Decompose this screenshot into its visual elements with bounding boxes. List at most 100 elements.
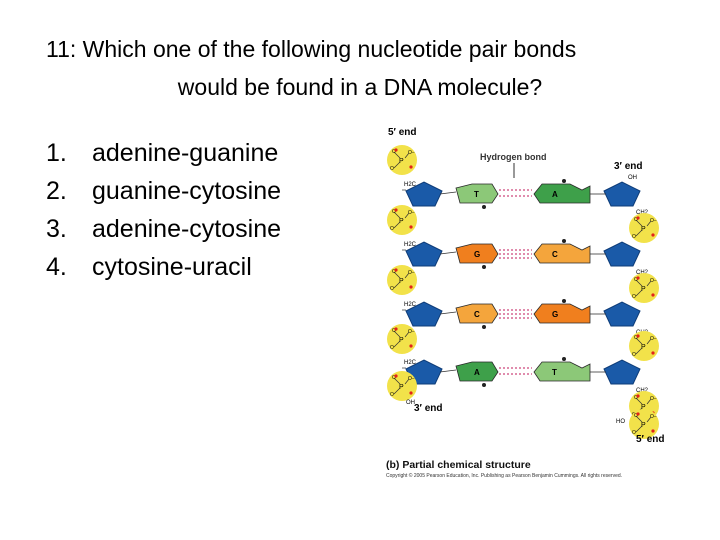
base-a [455, 361, 499, 382]
oxygen-dot [409, 285, 413, 289]
oxygen-label: O [390, 226, 394, 232]
base-letter: C [552, 250, 558, 259]
oxygen-label: O [390, 345, 394, 351]
bond-line [393, 211, 401, 219]
three-end-top-label: 3′ end [614, 161, 643, 172]
oh-top-right: OH [628, 175, 637, 181]
phosphate-group: PO−OO [387, 205, 417, 235]
oxygen-label: O− [408, 270, 415, 276]
bond-line [393, 377, 401, 385]
base-letter: A [474, 368, 480, 377]
phosphate-group: PO−OO [387, 145, 417, 175]
base-letter: T [552, 368, 557, 377]
option-3: 3.adenine-cytosine [46, 210, 281, 248]
bond-line [404, 272, 410, 279]
oxygen-dot [651, 293, 655, 297]
oxygen-label: O− [650, 278, 657, 284]
oxygen-label: O− [650, 336, 657, 342]
bond-line [393, 340, 401, 348]
phosphate-group: PO−OO [629, 273, 659, 303]
oxygen-dot [409, 344, 413, 348]
oxygen-label: O [390, 166, 394, 172]
deoxyribose-sugar [603, 359, 641, 385]
bond-line [404, 378, 410, 385]
base-letter: G [552, 310, 558, 319]
oxygen-dot [636, 334, 640, 338]
bond-line [393, 281, 401, 289]
bond-line [404, 152, 410, 159]
figure-copyright: Copyright © 2005 Pearson Education, Inc.… [386, 473, 623, 479]
option-2: 2.guanine-cytosine [46, 172, 281, 210]
base-c [455, 303, 499, 324]
bond-line [404, 212, 410, 219]
phosphate-group: PO−OO [387, 371, 417, 401]
option-number: 2. [46, 177, 67, 205]
bond-line [646, 398, 652, 405]
bond-line [646, 416, 652, 423]
bond-line [635, 347, 643, 355]
oxygen-dot [651, 351, 655, 355]
bond-line [635, 425, 643, 433]
h2c-label: H2C [404, 302, 417, 308]
oxygen-dot [394, 327, 398, 331]
bond-line [393, 387, 401, 395]
h2c-label: H2C [404, 182, 417, 188]
deoxyribose-sugar [405, 181, 443, 207]
option-number: 3. [46, 215, 67, 243]
question-line-2: would be found in a DNA molecule? [177, 74, 543, 100]
oxygen-label: O− [408, 150, 415, 156]
base-letter: A [552, 190, 558, 199]
base-letter: T [474, 190, 479, 199]
oxygen-label: O− [408, 376, 415, 382]
bond-line [393, 161, 401, 169]
oxygen-label: O− [408, 329, 415, 335]
base-letter: C [474, 310, 480, 319]
question-title: 11: Which one of the following nucleotid… [30, 30, 690, 106]
phosphate-group: PO−OO [387, 265, 417, 295]
oxygen-dot [651, 233, 655, 237]
deoxyribose-sugar [405, 241, 443, 267]
oxygen-label: O [632, 234, 636, 240]
base-g [455, 243, 499, 264]
bond-line [635, 397, 643, 405]
oxygen-label: O− [408, 210, 415, 216]
atom-dot [562, 239, 566, 243]
base-a [533, 183, 591, 204]
bond-line [393, 151, 401, 159]
glycosidic-bond [439, 251, 457, 255]
oxygen-dot [651, 429, 655, 433]
atom-dot [482, 205, 486, 209]
bond-line [646, 280, 652, 287]
ch2-label: CH2 [636, 388, 649, 394]
base-c [533, 243, 591, 264]
phosphorus-label: P [399, 337, 404, 344]
h2c-label: H2C [404, 242, 417, 248]
hydrogen-bond-label: Hydrogen bond [480, 152, 547, 162]
oxygen-dot [636, 394, 640, 398]
base-t [533, 361, 591, 382]
answer-options: 1.adenine-guanine 2.guanine-cytosine 3.a… [46, 134, 281, 286]
glycosidic-bond [439, 369, 457, 373]
five-end-bottom-label: 5′ end [636, 434, 665, 445]
bond-line [635, 279, 643, 287]
bond-line [635, 289, 643, 297]
deoxyribose-sugar [603, 181, 641, 207]
atom-dot [482, 265, 486, 269]
phosphorus-label: P [399, 278, 404, 285]
phosphorus-label: P [399, 384, 404, 391]
phosphate-group: PO−OO [629, 213, 659, 243]
phosphate-group: PO−OO [629, 409, 659, 439]
glycosidic-bond [439, 311, 457, 315]
option-text: cytosine-uracil [92, 253, 252, 281]
oxygen-dot [636, 276, 640, 280]
atom-dot [482, 325, 486, 329]
bond-line [635, 415, 643, 423]
three-end-bottom-label: 3′ end [414, 403, 443, 414]
oxygen-dot [409, 391, 413, 395]
option-text: adenine-guanine [92, 139, 279, 167]
oxygen-dot [636, 216, 640, 220]
